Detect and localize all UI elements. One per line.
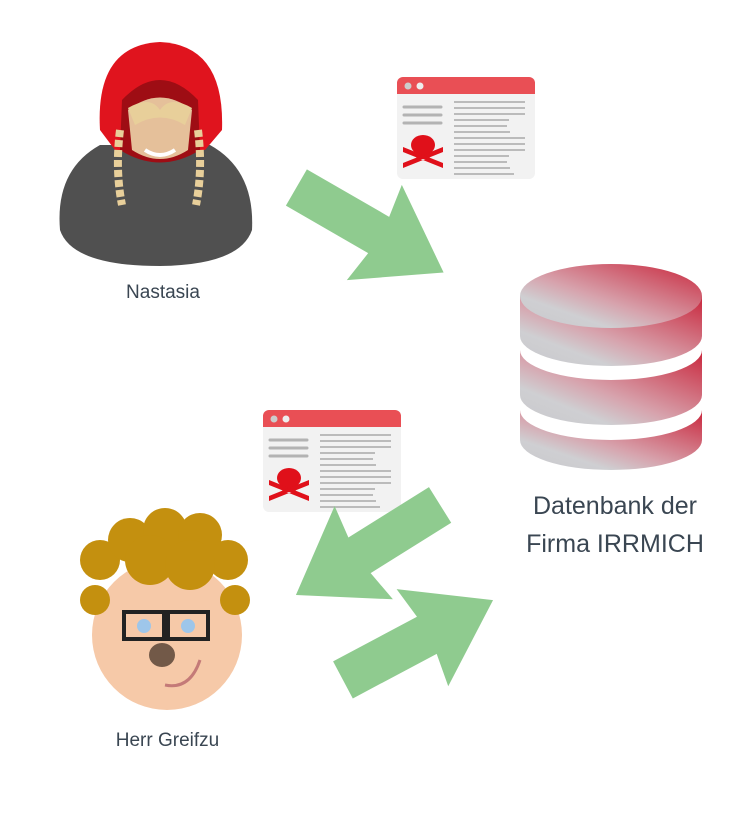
database-label: Datenbank der Firma IRRMICH [505,487,725,563]
nastasia-avatar [59,42,253,266]
malicious-document-icon [395,75,537,181]
herr-greifzu-avatar [80,508,250,710]
victim-name: Herr Greifzu [115,730,220,751]
attacker-name: Nastasia [126,282,200,303]
database-label-line2: Firma IRRMICH [526,530,704,558]
database-label-line1: Datenbank der [532,492,697,520]
database-icon [520,264,702,470]
malicious-document-icon [261,408,403,514]
